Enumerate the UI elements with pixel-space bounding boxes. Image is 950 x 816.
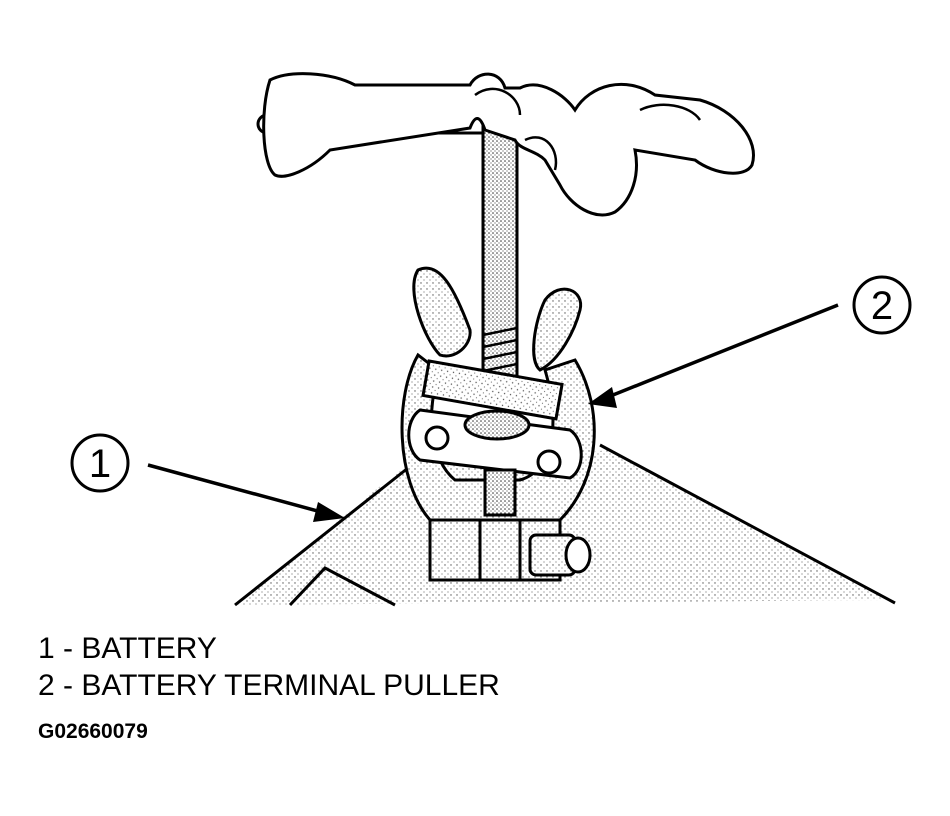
battery (234, 443, 896, 607)
figure-id: G02660079 (38, 720, 148, 743)
callout-1: 1 (70, 433, 345, 522)
technician-hand (262, 72, 755, 217)
callout-1-number: 1 (89, 442, 111, 486)
legend-item-terminal-puller: 2 - BATTERY TERMINAL PULLER (38, 669, 500, 702)
callout-2-number: 2 (871, 284, 893, 328)
legend-item-battery: 1 - BATTERY (38, 632, 217, 665)
legend: 1 - BATTERY 2 - BATTERY TERMINAL PULLER (38, 630, 500, 704)
battery-terminal-puller-illustration: 1 2 (70, 72, 912, 607)
callout-2: 2 (588, 275, 912, 408)
